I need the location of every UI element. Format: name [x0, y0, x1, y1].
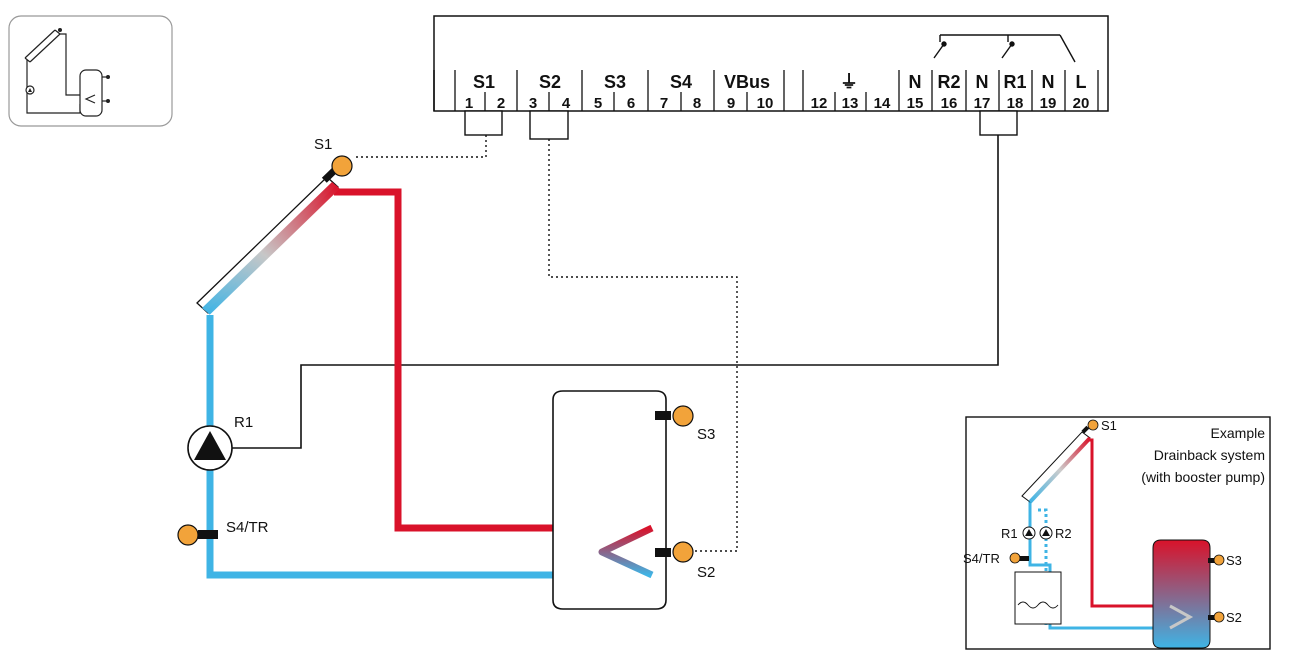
terminal-4: 4 [562, 95, 571, 112]
terminal-14: 14 [874, 95, 891, 112]
inset-s3-label: S3 [1226, 553, 1242, 568]
terminal-group-vbus-label: VBus [724, 72, 770, 92]
terminal-6: 6 [627, 95, 635, 112]
sensor-s2 [655, 541, 694, 563]
solar-collector [196, 167, 340, 315]
inset-title-line-3: (with booster pump) [1141, 469, 1265, 485]
terminal-16: 16 [941, 95, 958, 112]
terminal-l-label: L [1076, 72, 1087, 92]
return-pipe-cold [206, 315, 652, 579]
terminal-13: 13 [842, 95, 859, 112]
terminal-n-17-label: N [976, 72, 989, 92]
terminal-10: 10 [757, 95, 774, 112]
ground-symbol: ⏚ [840, 72, 858, 92]
terminal-r1-label: R1 [1003, 72, 1026, 92]
inset-s4tr-label: S4/TR [963, 551, 1000, 566]
terminal-5: 5 [594, 95, 602, 112]
terminal-2: 2 [497, 95, 505, 112]
terminal-1: 1 [465, 95, 473, 112]
pump-icon [187, 425, 233, 471]
cable-connectors [464, 110, 1018, 140]
inset-title-line-2: Drainback system [1154, 447, 1265, 463]
inset-s1-label: S1 [1101, 418, 1117, 433]
terminal-r2-label: R2 [937, 72, 960, 92]
terminal-9: 9 [727, 95, 735, 112]
relay-switch-icon [933, 34, 1076, 63]
pump-r1-label: R1 [234, 414, 253, 431]
inset-example-panel: Example Drainback system (with booster p… [963, 416, 1271, 650]
terminal-group-s2-label: S2 [539, 72, 561, 92]
terminal-group-s1-label: S1 [473, 72, 495, 92]
sensor-wires [353, 135, 738, 552]
terminal-20: 20 [1073, 95, 1090, 112]
terminal-18: 18 [1007, 95, 1024, 112]
controller-terminal-block: S1 S2 S3 S4 VBus ⏚ N R2 N R1 N L 1 2 3 4… [433, 15, 1109, 112]
inset-r1-label: R1 [1001, 526, 1018, 541]
terminal-n-19-label: N [1042, 72, 1055, 92]
sensor-s4tr [177, 524, 218, 546]
terminal-n-15-label: N [909, 72, 922, 92]
terminal-12: 12 [811, 95, 828, 112]
sensor-s2-label: S2 [697, 564, 715, 581]
pump-power-cable [232, 135, 999, 449]
terminal-3: 3 [529, 95, 537, 112]
sensor-s1-label: S1 [314, 136, 332, 153]
inset-title-line-1: Example [1211, 425, 1266, 441]
terminal-17: 17 [974, 95, 991, 112]
inset-r2-label: R2 [1055, 526, 1072, 541]
storage-tank [552, 390, 667, 610]
sensor-s1 [331, 155, 353, 177]
sensor-s3 [655, 405, 694, 427]
terminal-15: 15 [907, 95, 924, 112]
inset-s2-label: S2 [1226, 610, 1242, 625]
sensor-s3-label: S3 [697, 426, 715, 443]
terminal-7: 7 [660, 95, 668, 112]
terminal-19: 19 [1040, 95, 1057, 112]
terminal-8: 8 [693, 95, 701, 112]
terminal-group-s4-label: S4 [670, 72, 692, 92]
flow-pipe-hot [334, 188, 650, 532]
terminal-group-s3-label: S3 [604, 72, 626, 92]
sensor-s4tr-label: S4/TR [226, 519, 269, 536]
system-overview-icon [8, 15, 173, 127]
